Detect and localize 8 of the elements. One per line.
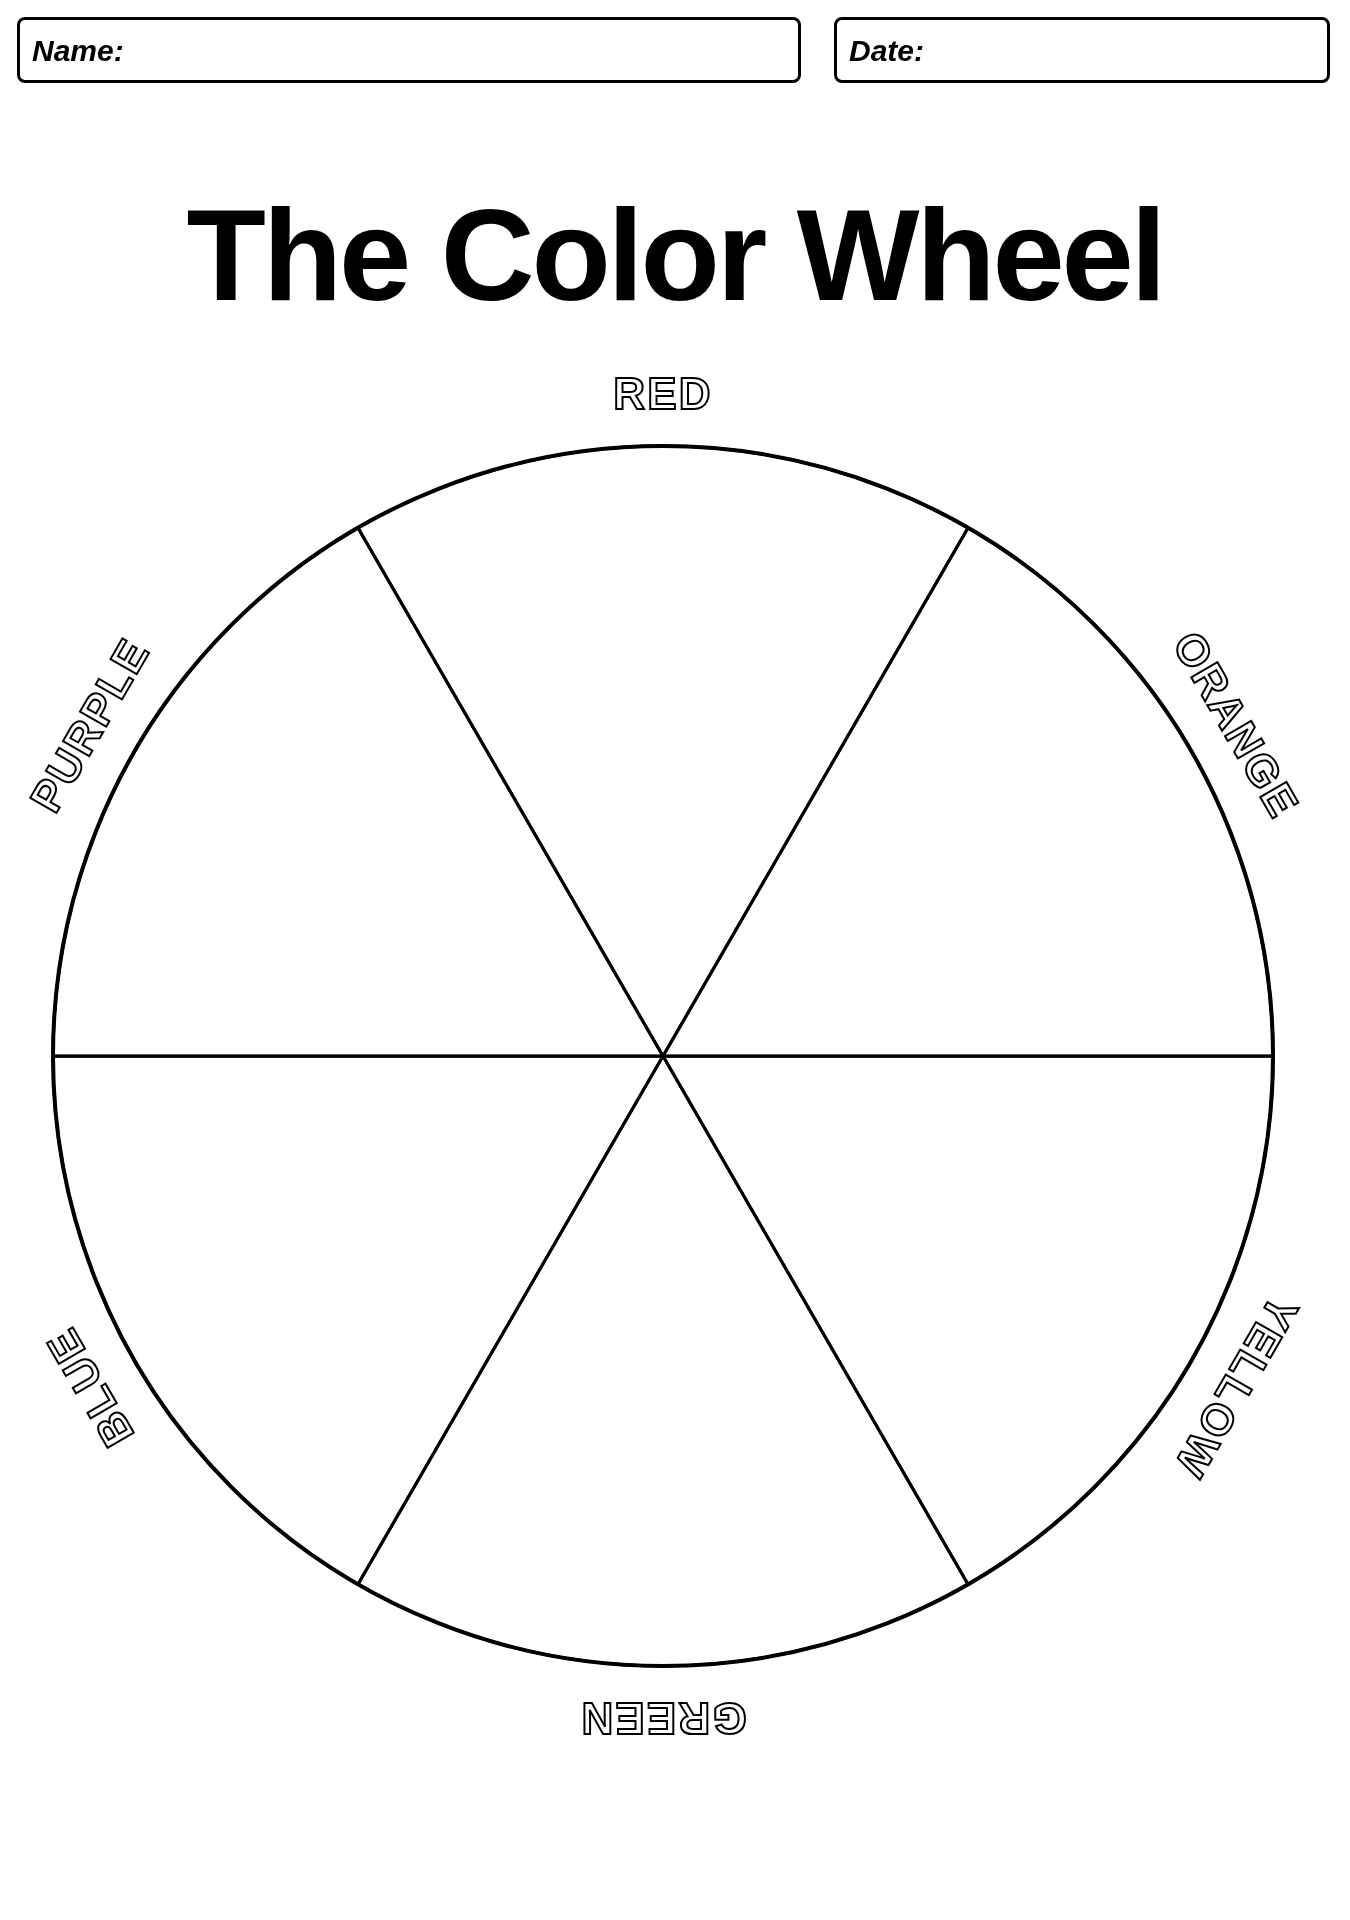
color-label: GREEN (579, 1693, 747, 1745)
color-label: RED (613, 368, 713, 420)
fill-in-field (17, 17, 801, 83)
wheel-segment (358, 1056, 968, 1666)
title: The Color Wheel (186, 190, 1164, 320)
fill-in-field (834, 17, 1330, 83)
field-label: Date: (849, 32, 924, 69)
field-label: Name: (32, 32, 124, 69)
